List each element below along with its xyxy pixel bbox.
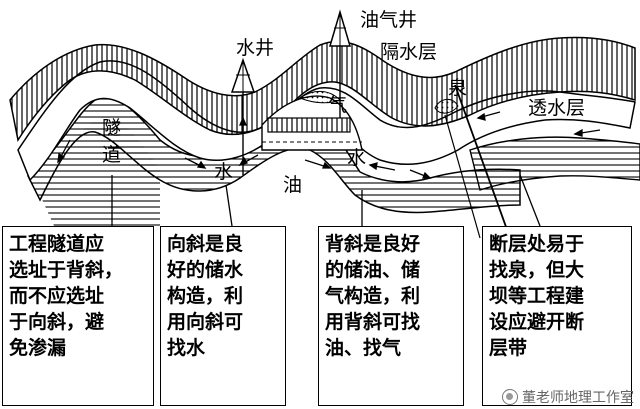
note-line: 好的储水 [167,259,244,281]
note-box-syncline: 向斜是良 好的储水 构造，利 用向斜可 找水 [160,226,286,406]
right-lower-layer [469,136,640,191]
anticline-core [40,117,160,228]
note-line: 坝等工程建 [489,285,585,307]
note-line: 用背斜可找 [325,311,421,333]
note-line: 的储油、储 [325,259,421,281]
watermark: 董老师地理工作室 [502,387,634,407]
label-tunnel-1: 隧 [102,117,122,139]
note-line: 用向斜可 [167,311,244,333]
leader-lines [111,174,541,227]
oil-gas-well [328,9,352,118]
note-box-tunnel: 工程隧道应 选址于背斜， 而不应选址 于向斜，避 免渗漏 [2,226,154,406]
note-line: 油、找气 [325,337,402,359]
note-line: 选址于背斜， [9,259,124,281]
note-line: 工程隧道应 [9,233,105,255]
water-dashes [262,141,362,151]
label-water-left: 水 [214,161,234,183]
note-line: 于向斜，避 [9,311,105,333]
note-line: 背斜是良好 [325,233,421,255]
upper-aquiclude-layer [9,36,636,142]
lower-aquiclude-layer [27,96,521,214]
note-line: 气构造，利 [325,285,421,307]
note-line: 断层处易于 [489,233,585,255]
note-box-anticline: 背斜是良好 的储油、储 气构造，利 用背斜可找 油、找气 [318,226,464,406]
label-gas: 气 [328,94,348,116]
note-line: 而不应选址 [9,285,105,307]
note-line: 层带 [489,337,528,359]
label-aquifer: 透水层 [528,97,586,119]
wechat-logo-icon [502,389,518,405]
spring-dots [434,99,459,114]
label-spring: 泉 [448,77,468,99]
flow-arrows [57,111,601,179]
note-line: 设应避开断 [489,311,585,333]
label-oil-gas-well: 油气井 [360,9,418,31]
note-box-fault: 断层处易于 找泉，但大 坝等工程建 设应避开断 层带 [482,226,632,406]
oil-band [267,117,351,133]
note-line: 找泉，但大 [489,259,585,281]
note-line: 构造，利 [167,285,244,307]
note-line: 免渗漏 [9,337,67,359]
fault-line-2 [444,114,481,239]
label-oil: 油 [283,174,303,196]
label-water-well: 水井 [236,37,275,59]
label-water-right: 水 [347,147,367,169]
fault-line [454,84,511,239]
note-line: 向斜是良 [167,233,244,255]
watermark-text: 董老师地理工作室 [522,390,634,406]
label-aquiclude: 隔水层 [380,41,438,63]
note-line: 找水 [167,337,206,359]
label-tunnel-2: 道 [102,144,122,166]
